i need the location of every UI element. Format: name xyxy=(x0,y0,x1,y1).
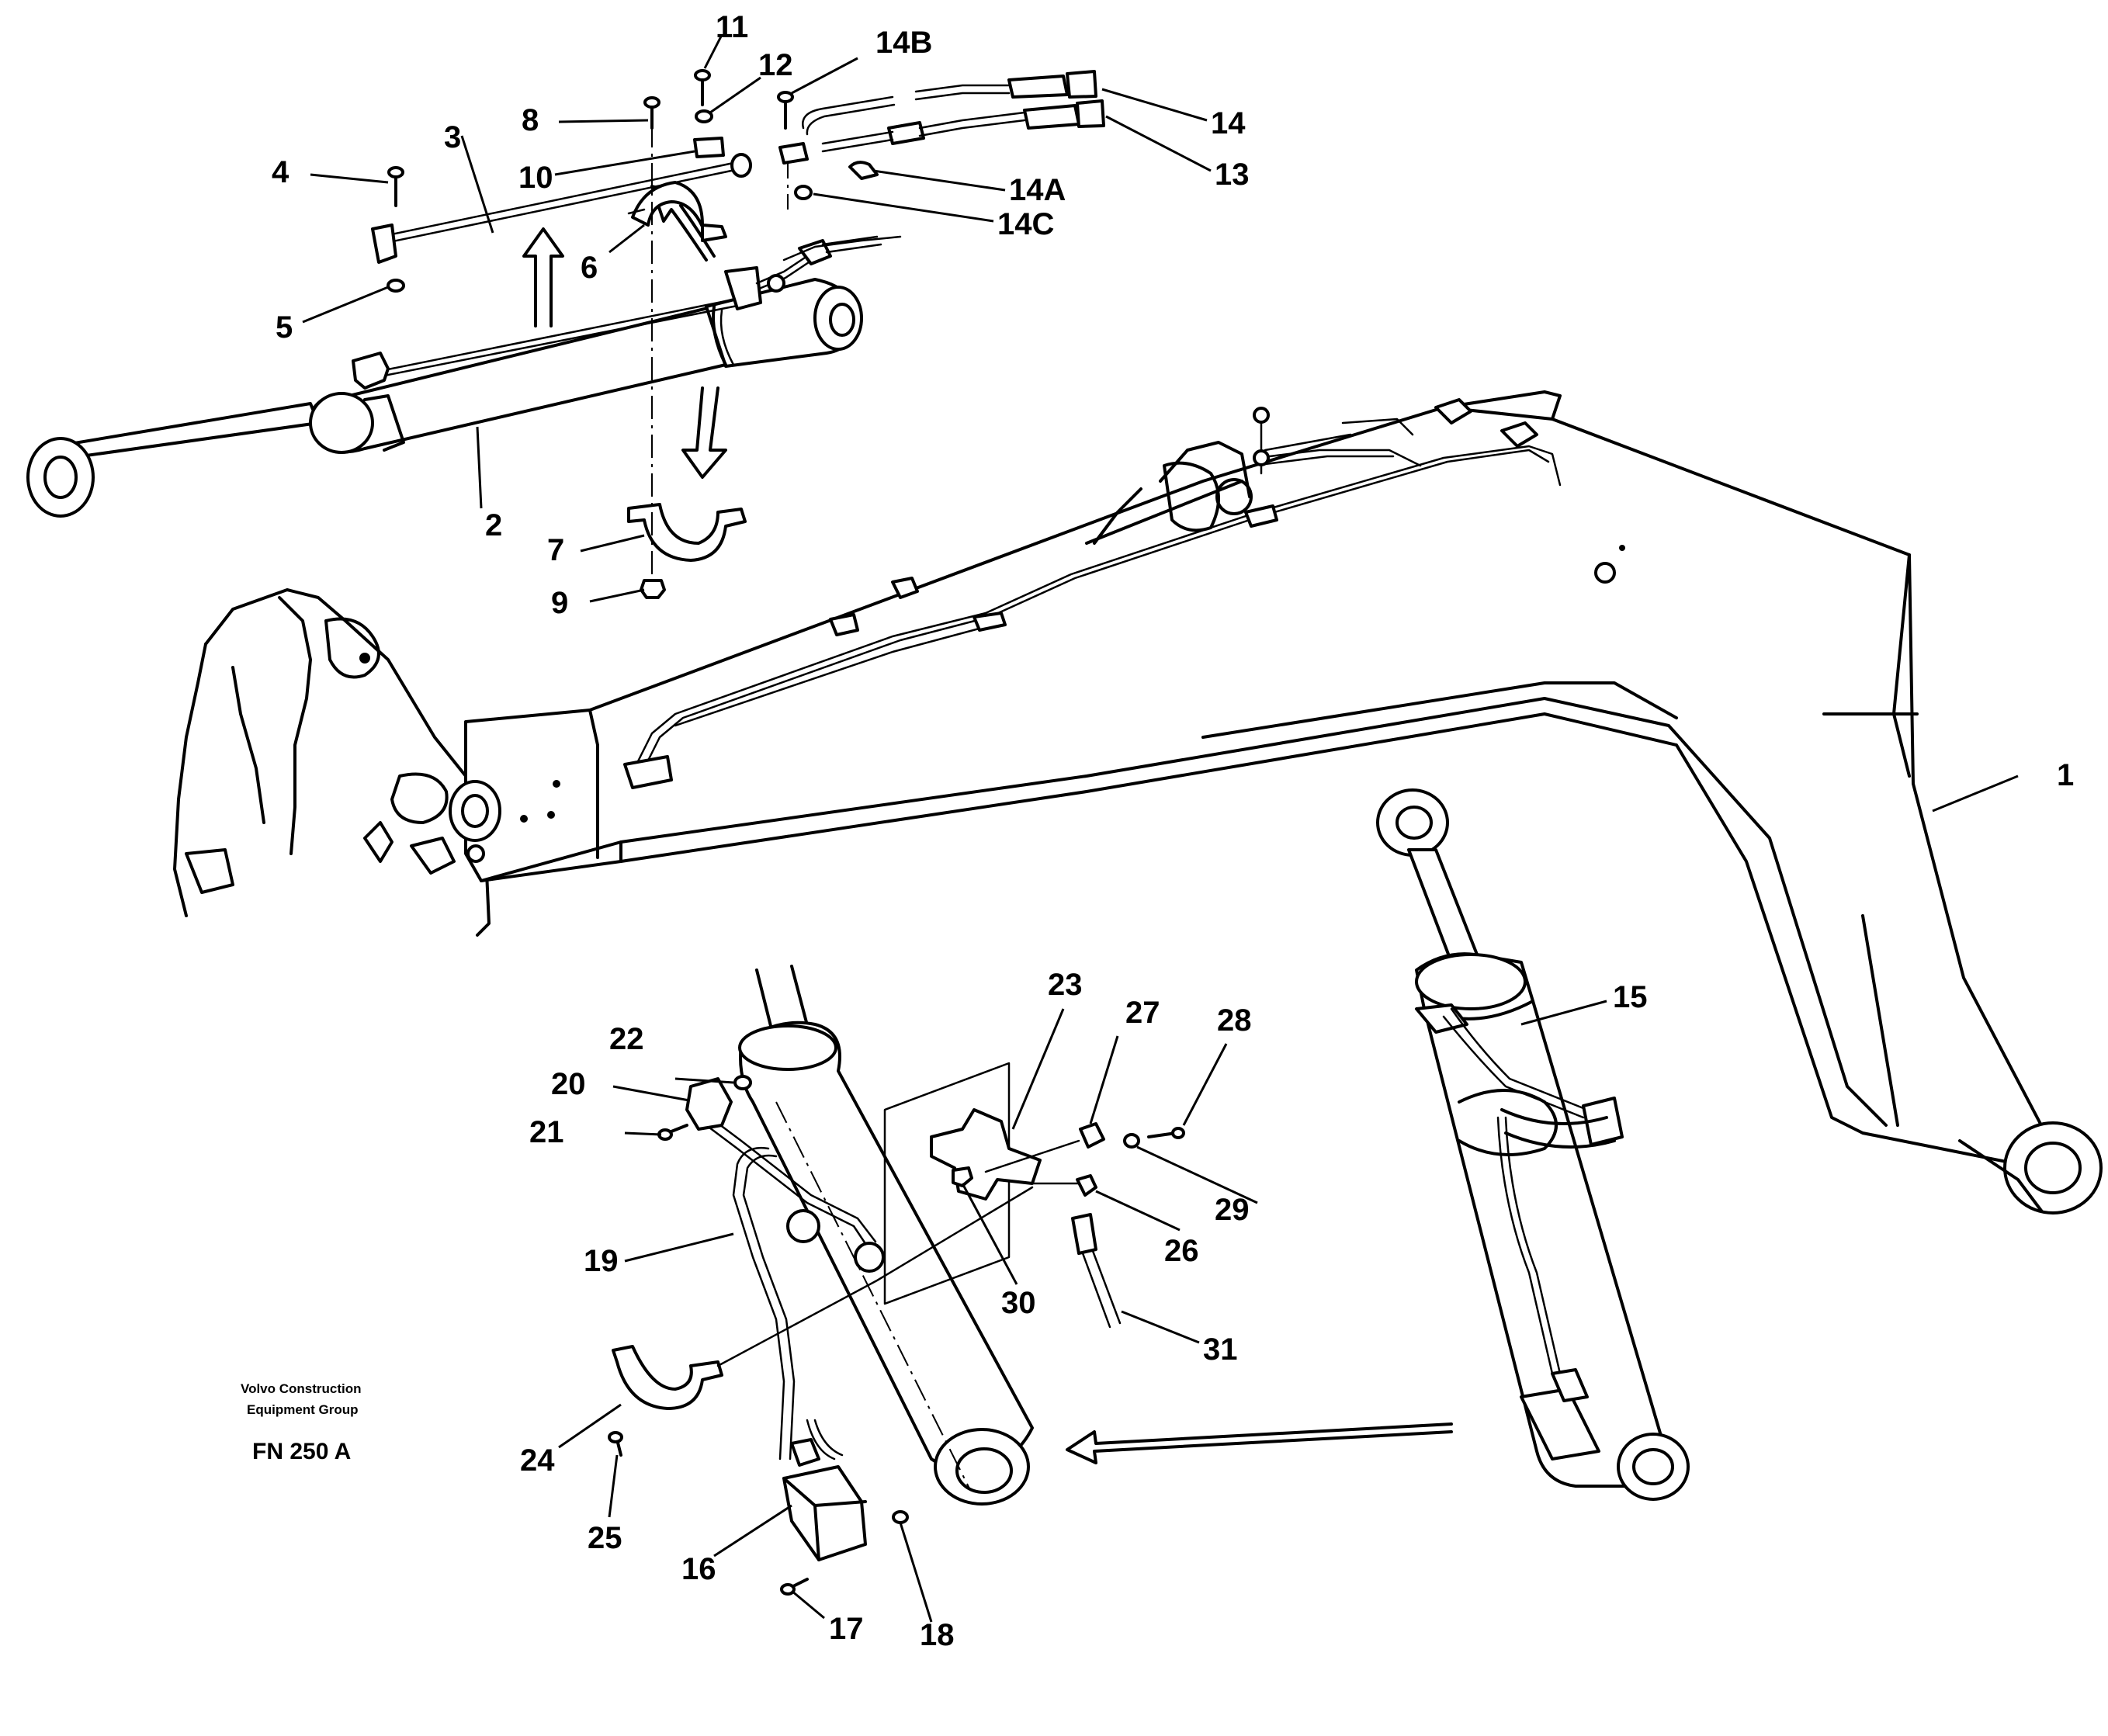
callout-2: 2 xyxy=(485,508,502,542)
callout-6: 6 xyxy=(581,251,598,285)
callout-22: 22 xyxy=(609,1022,644,1056)
callout-14B: 14B xyxy=(875,26,932,60)
callout-15: 15 xyxy=(1613,980,1648,1014)
callout-29: 29 xyxy=(1215,1193,1250,1227)
callout-12: 12 xyxy=(758,48,793,82)
callout-23: 23 xyxy=(1048,968,1083,1002)
callout-28: 28 xyxy=(1217,1003,1252,1038)
callout-1: 1 xyxy=(2057,758,2074,792)
callout-21: 21 xyxy=(529,1115,564,1149)
callout-3: 3 xyxy=(444,120,461,154)
callout-16: 16 xyxy=(681,1552,716,1586)
callout-20: 20 xyxy=(551,1067,586,1101)
callout-labels: 1 2 3 4 5 6 7 8 9 10 11 12 13 14 14A 14B… xyxy=(272,10,2074,1652)
callout-27: 27 xyxy=(1125,996,1160,1030)
credit-line-1: Volvo Construction xyxy=(241,1381,362,1396)
callout-30: 30 xyxy=(1001,1286,1036,1320)
callout-4: 4 xyxy=(272,155,290,189)
credit-line-2: Equipment Group xyxy=(247,1402,359,1417)
boom-assembly xyxy=(173,390,2103,1215)
callout-9: 9 xyxy=(551,586,568,620)
callout-19: 19 xyxy=(584,1244,619,1278)
credit-block: Volvo Construction Equipment Group FN 25… xyxy=(241,1381,362,1464)
callout-14C: 14C xyxy=(997,207,1054,241)
callout-24: 24 xyxy=(520,1443,555,1478)
direction-arrow xyxy=(1066,1422,1453,1464)
callout-25: 25 xyxy=(588,1521,622,1555)
arm-cylinder-assembly xyxy=(1376,788,1690,1501)
top-fasteners xyxy=(387,69,1105,599)
callout-11: 11 xyxy=(716,10,748,44)
callout-10: 10 xyxy=(518,161,553,195)
figure-code: FN 250 A xyxy=(252,1439,351,1464)
callout-13: 13 xyxy=(1215,158,1250,192)
upper-cylinder-assembly xyxy=(26,124,882,590)
callout-31: 31 xyxy=(1203,1332,1238,1367)
callout-8: 8 xyxy=(522,103,539,137)
callout-14A: 14A xyxy=(1009,173,1066,207)
detail-view-cylinder xyxy=(608,965,1185,1596)
callout-18: 18 xyxy=(920,1618,955,1652)
callout-17: 17 xyxy=(829,1612,864,1646)
callout-7: 7 xyxy=(547,533,564,567)
leader-lines xyxy=(302,34,2019,1623)
callout-5: 5 xyxy=(276,310,293,345)
callout-14: 14 xyxy=(1211,106,1246,140)
callout-26: 26 xyxy=(1164,1234,1199,1268)
